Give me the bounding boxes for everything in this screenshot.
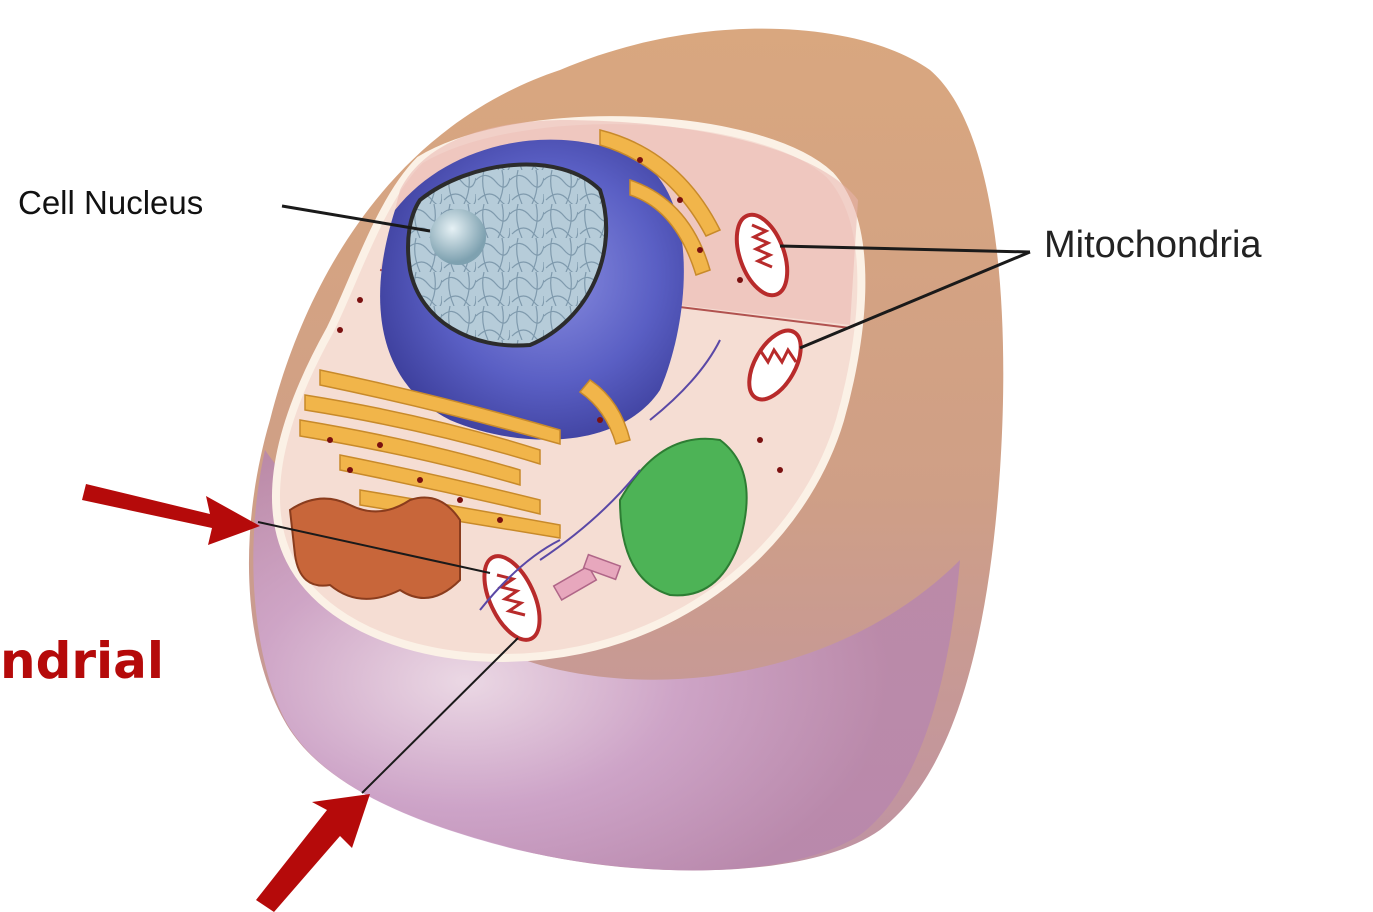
partial-mitochondrial-label: ndrial xyxy=(0,632,164,690)
cell-nucleus-label: Cell Nucleus xyxy=(18,184,203,222)
nucleolus xyxy=(430,209,486,265)
red-arrow-right xyxy=(82,484,260,545)
mitochondria-label: Mitochondria xyxy=(1044,224,1262,267)
red-arrow-up xyxy=(256,794,370,912)
